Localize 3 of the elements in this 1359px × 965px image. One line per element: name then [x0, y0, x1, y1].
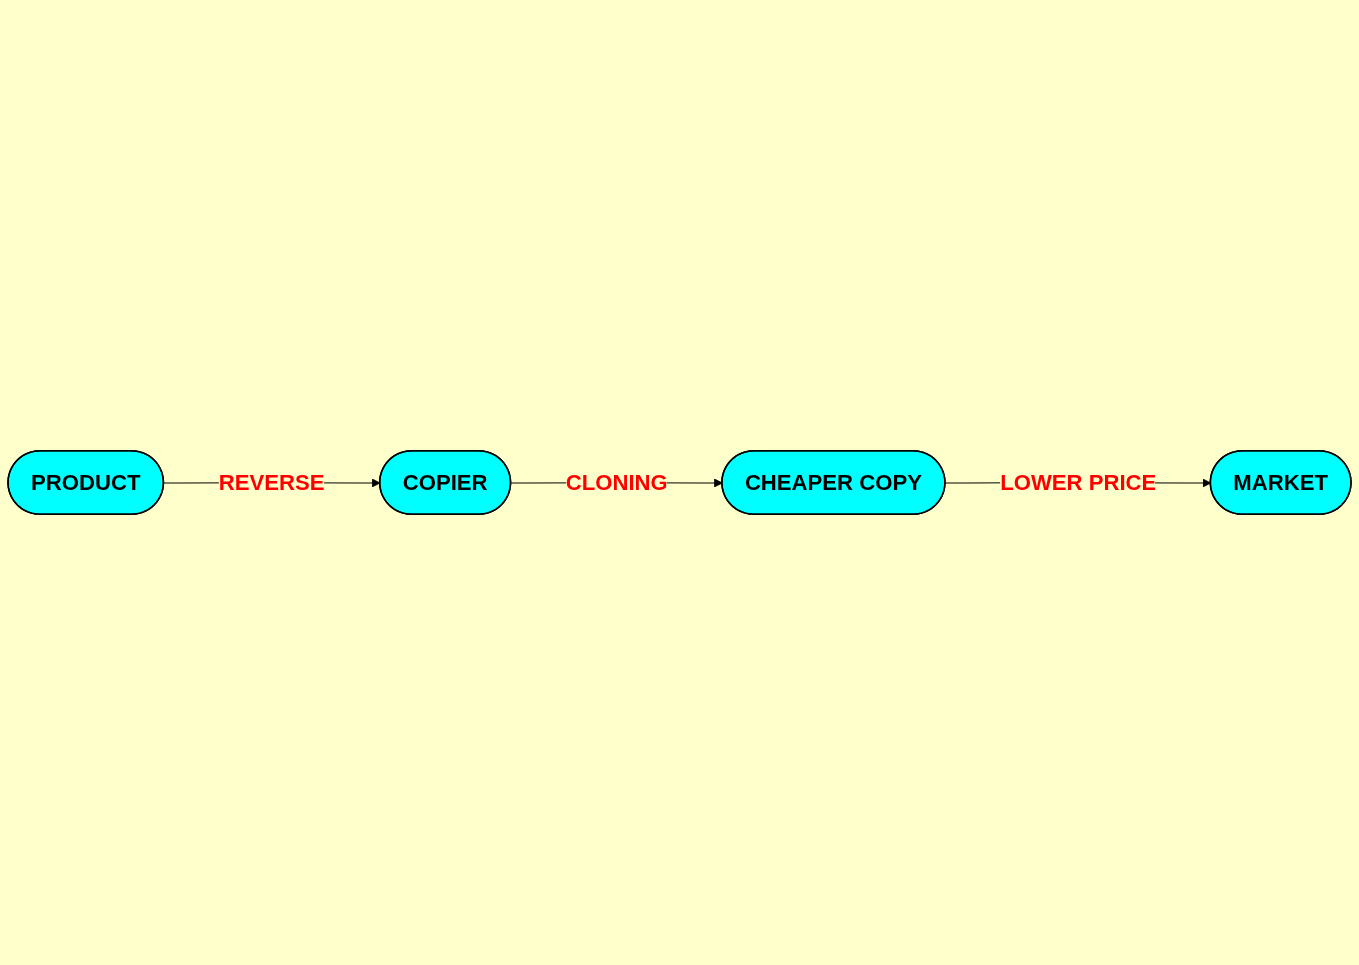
edge-label: REVERSE [218, 469, 325, 496]
edge-label: CLONING [565, 469, 668, 496]
edge-label: LOWER PRICE [1000, 469, 1157, 496]
